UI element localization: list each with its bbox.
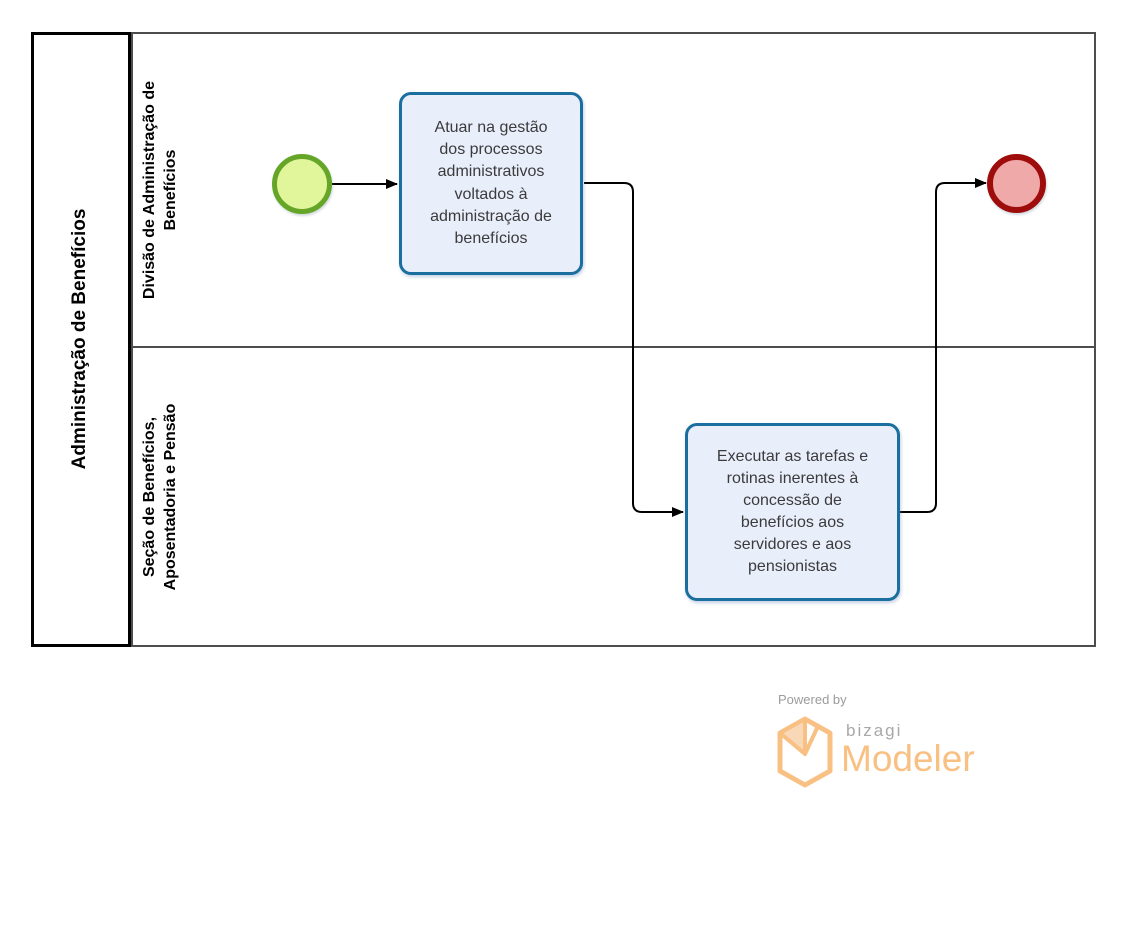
end-event[interactable] [987, 154, 1046, 213]
lane-label-secao: Seção de Benefícios, Aposentadoria e Pen… [141, 403, 179, 591]
bizagi-wordmark: bizagi [846, 721, 903, 740]
pool-title: Administração de Benefícios [69, 208, 90, 470]
powered-by-text: Powered by [778, 692, 847, 707]
lanes-container [131, 32, 1096, 647]
modeler-wordmark: Modeler [841, 738, 975, 779]
task-atuar-na-gestao[interactable]: Atuar na gestão dos processos administra… [399, 92, 583, 275]
task-label: Atuar na gestão dos processos administra… [430, 119, 552, 247]
lane-divider [131, 346, 1096, 348]
pool-administracao-de-beneficios [31, 32, 131, 647]
bizagi-logo-icon [777, 716, 833, 788]
task-executar-tarefas[interactable]: Executar as tarefas e rotinas inerentes … [685, 423, 900, 601]
task-label: Executar as tarefas e rotinas inerentes … [716, 447, 869, 576]
start-event[interactable] [272, 154, 332, 214]
lane-label-divisao: Divisão de Administração de Benefícios [141, 80, 179, 300]
